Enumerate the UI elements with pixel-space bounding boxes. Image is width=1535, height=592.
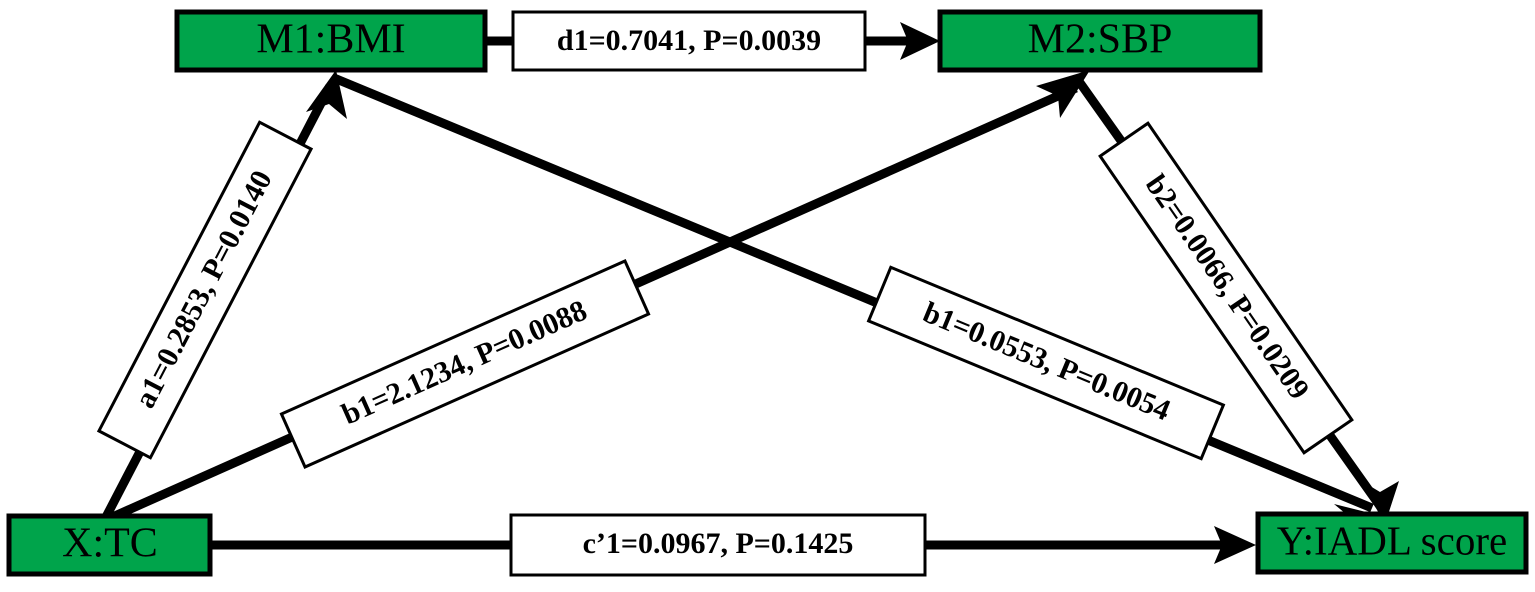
node-m2-sbp-rect <box>937 9 1263 73</box>
coef-label-d1: d1=0.7041, P=0.0039 <box>511 10 867 72</box>
coef-label-b1-box <box>866 265 1226 461</box>
coef-label-a2-text: b1=2.1234, P=0.0088 <box>337 294 592 432</box>
node-y-iadl-label: Y:IADL score <box>1277 517 1507 563</box>
coef-label-b2-box <box>1098 121 1354 455</box>
path-c1-arrowhead <box>1214 526 1256 564</box>
coef-label-c1: c’1=0.0967, P=0.1425 <box>509 513 927 577</box>
node-x-tc-label: X:TC <box>62 521 158 567</box>
node-x-tc-rect <box>6 513 213 577</box>
path-d1-connector <box>485 22 940 60</box>
coef-label-b1-text: b1=0.0553, P=0.0054 <box>918 296 1175 428</box>
coef-label-c1-box <box>509 513 927 577</box>
node-x-tc[interactable]: X:TC <box>6 513 213 577</box>
node-y-iadl-score[interactable]: Y:IADL score <box>1255 511 1529 575</box>
coef-label-d1-text: d1=0.7041, P=0.0039 <box>557 24 821 57</box>
node-m1-bmi-label: M1:BMI <box>256 17 405 63</box>
coef-label-a1-box <box>96 120 314 460</box>
node-m1-bmi[interactable]: M1:BMI <box>174 9 488 73</box>
coef-label-d1-box <box>511 10 867 72</box>
path-c1-connector <box>210 526 1256 564</box>
coef-label-c1-text: c’1=0.0967, P=0.1425 <box>583 527 854 560</box>
path-d1-arrowhead <box>900 22 940 60</box>
node-m1-bmi-rect <box>174 9 488 73</box>
path-a2-arrowhead <box>1036 70 1090 118</box>
coef-label-a2: b1=2.1234, P=0.0088 <box>279 259 651 469</box>
coef-label-b1: b1=0.0553, P=0.0054 <box>866 265 1226 461</box>
path-b2-arrowhead <box>1360 480 1399 524</box>
coef-label-b2-text: b2=0.0066, P=0.0209 <box>1139 169 1316 405</box>
node-m2-sbp[interactable]: M2:SBP <box>937 9 1263 73</box>
node-m2-sbp-label: M2:SBP <box>1028 17 1173 63</box>
coef-label-a1-text: a1=0.2853, P=0.0140 <box>128 165 278 413</box>
coef-label-a2-box <box>279 259 651 469</box>
node-y-iadl-rect <box>1255 511 1529 575</box>
coef-label-a1: a1=0.2853, P=0.0140 <box>96 120 314 460</box>
